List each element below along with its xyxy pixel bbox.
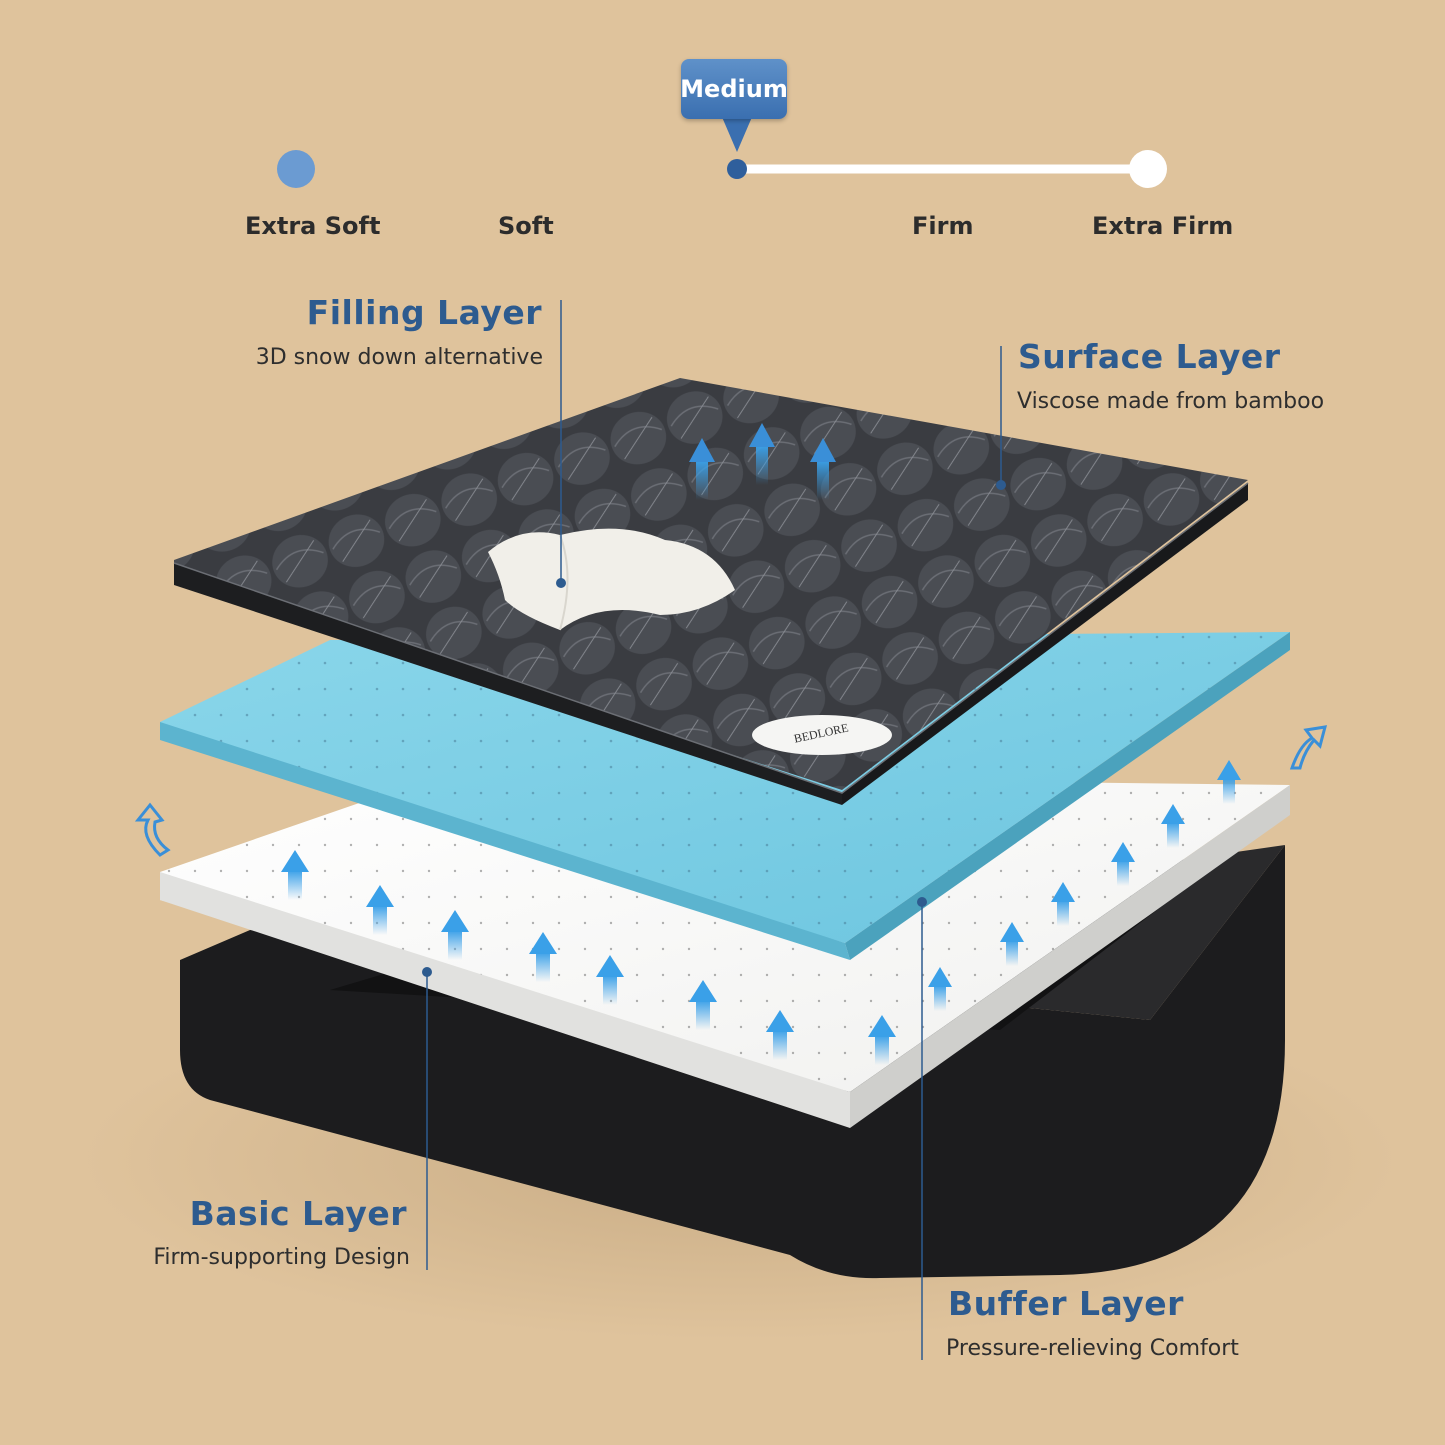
filling-layer-subtitle: 3D snow down alternative <box>255 345 543 370</box>
slider-end-knob <box>1129 150 1167 188</box>
surface-layer-title: Surface Layer <box>1018 337 1281 376</box>
airflow-arrows <box>281 760 1241 1065</box>
basic-layer-title: Basic Layer <box>189 1194 407 1233</box>
scale-label-extra-firm: Extra Firm <box>1092 212 1234 240</box>
surface-layer-subtitle: Viscose made from bamboo <box>1017 389 1325 414</box>
scale-label-soft: Soft <box>498 212 554 240</box>
callout-dots <box>422 480 1006 977</box>
buffer-layer-title: Buffer Layer <box>948 1284 1184 1323</box>
slider-current-dot <box>727 159 747 179</box>
buffer-layer-shape <box>160 775 1290 1128</box>
firmness-slider <box>277 117 1167 188</box>
scale-label-firm: Firm <box>912 212 974 240</box>
filling-layer-title: Filling Layer <box>306 293 542 332</box>
buffer-layer-subtitle: Pressure-relieving Comfort <box>946 1336 1239 1361</box>
firmness-selected-badge: Medium <box>680 59 788 119</box>
gel-foam-layer-shape <box>160 632 1290 960</box>
bubble-pointer <box>722 117 752 152</box>
slider-start-knob <box>277 150 315 188</box>
scale-label-extra-soft: Extra Soft <box>245 212 381 240</box>
quilted-topper-shape <box>173 378 1249 805</box>
side-airflow-icons <box>134 725 1328 857</box>
callout-lines <box>426 300 1002 1360</box>
basic-layer-subtitle: Firm-supporting Design <box>153 1245 410 1270</box>
